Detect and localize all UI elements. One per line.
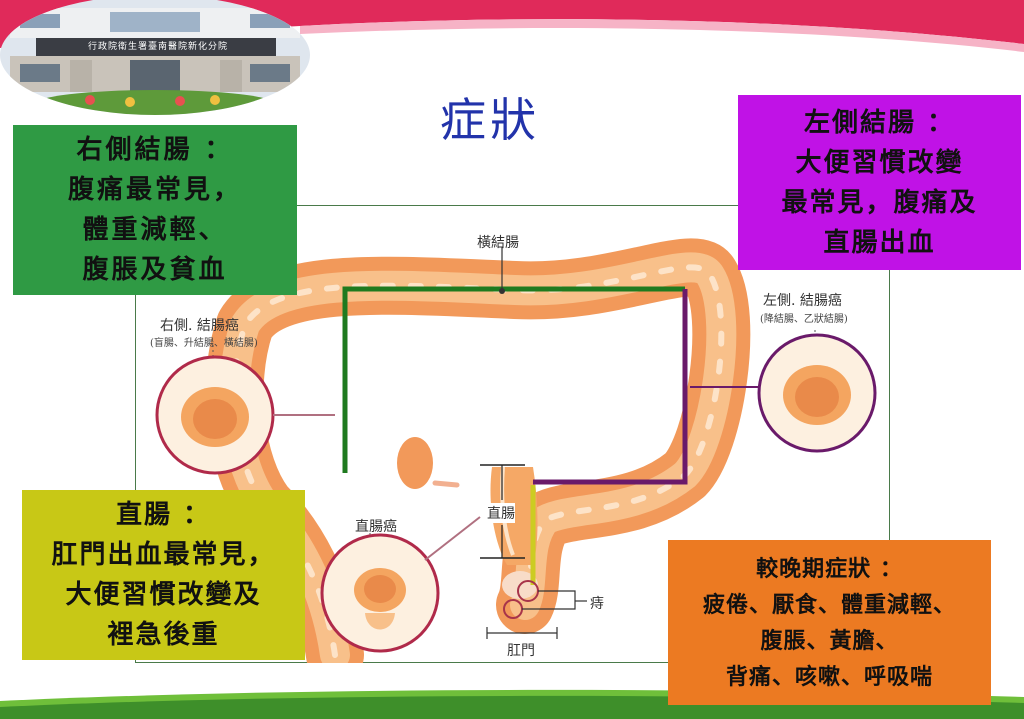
right-colon-line-2: 腹痛最常見， bbox=[67, 175, 242, 205]
right-colon-line-3: 體重減輕、 bbox=[82, 215, 228, 245]
right-colon-cancer-sublabel: (盲腸、升結腸、橫結腸) bbox=[150, 338, 258, 349]
rectum-label: 直腸 bbox=[487, 503, 515, 523]
hospital-photo bbox=[0, 0, 310, 115]
left-colon-symptoms-box: 左側結腸 ： 大便習慣改變 最常見，腹痛及 直腸出血 bbox=[738, 95, 1021, 270]
page-title: 症狀 bbox=[440, 93, 540, 147]
late-line-3: 腹脹、黃膽、 bbox=[760, 627, 899, 654]
right-colon-line-4: 腹脹及貧血 bbox=[82, 255, 228, 285]
right-colon-symptoms-box: 右側結腸 ： 腹痛最常見， 體重減輕、 腹脹及貧血 bbox=[13, 125, 297, 295]
left-colon-line-3: 最常見，腹痛及 bbox=[781, 187, 978, 218]
rectum-line-3: 大便習慣改變及 bbox=[65, 580, 262, 610]
hemorrhoid-label: 痔 bbox=[590, 596, 604, 612]
colon-illustration bbox=[205, 238, 751, 663]
transverse-colon-label: 橫結腸 bbox=[477, 235, 519, 251]
left-colon-indicator-line bbox=[533, 289, 688, 485]
right-colon-indicator-line bbox=[342, 286, 685, 473]
left-colon-line-4: 直腸出血 bbox=[823, 227, 936, 258]
anus-label: 肛門 bbox=[507, 643, 535, 659]
rectum-line-4: 裡急後重 bbox=[107, 620, 220, 650]
rectum-symptoms-box: 直腸 ： 肛門出血最常見， 大便習慣改變及 裡急後重 bbox=[22, 490, 305, 660]
hospital-sign-text: 行政院衛生署臺南醫院新化分院 bbox=[87, 42, 228, 52]
right-colon-cancer-label: 右側. 結腸癌 bbox=[160, 318, 239, 334]
late-line-4: 背痛、咳嗽、呼吸喘 bbox=[725, 663, 933, 690]
left-colon-line-2: 大便習慣改變 bbox=[795, 147, 964, 178]
late-symptoms-box: 較晚期症狀 ： 疲倦、厭食、體重減輕、 腹脹、黃膽、 背痛、咳嗽、呼吸喘 bbox=[668, 540, 991, 705]
rectum-heading: 直腸 ： bbox=[115, 500, 212, 530]
left-colon-cancer-sublabel: (降結腸、乙狀結腸) bbox=[760, 314, 848, 325]
left-colon-heading: 左側結腸 ： bbox=[803, 107, 956, 138]
right-colon-heading: 右側結腸 ： bbox=[76, 135, 234, 165]
late-heading: 較晚期症狀 ： bbox=[756, 555, 903, 582]
late-line-2: 疲倦、厭食、體重減輕、 bbox=[702, 591, 956, 618]
rectal-cancer-label: 直腸癌 bbox=[355, 519, 397, 535]
left-colon-cancer-label: 左側. 結腸癌 bbox=[763, 293, 842, 309]
rectum-line-2: 肛門出血最常見， bbox=[51, 540, 276, 570]
